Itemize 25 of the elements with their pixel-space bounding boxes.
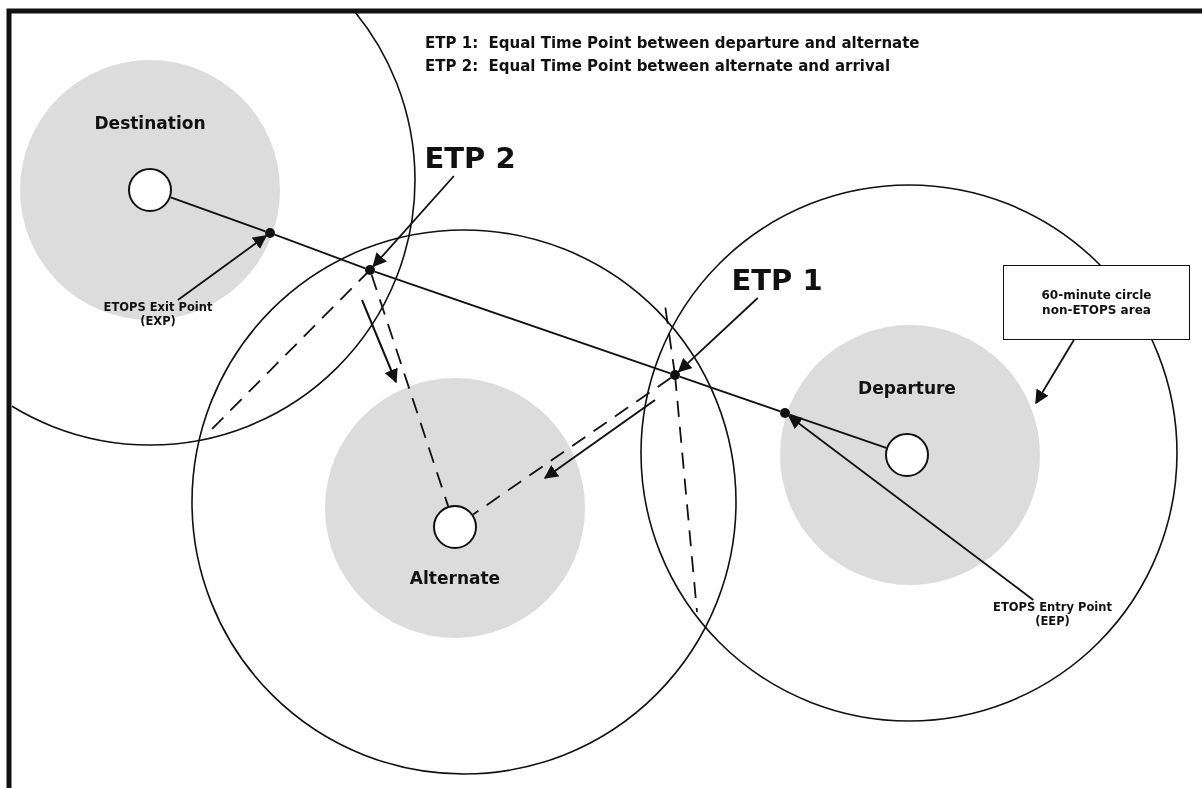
- waypoint-dot: [365, 265, 375, 275]
- airport-name: Alternate: [408, 567, 502, 588]
- callout-label: ETOPS Entry Point (EEP): [980, 600, 1125, 629]
- callout-label: ETP 1: [722, 262, 832, 299]
- dashed-route-line: [472, 376, 672, 516]
- note-box: 60-minute circle non-ETOPS area: [1003, 265, 1190, 340]
- waypoint-dot: [265, 228, 275, 238]
- callout-label: ETOPS Exit Point (EXP): [88, 300, 228, 329]
- leader-arrow: [787, 415, 1035, 601]
- airport-name: Departure: [857, 377, 957, 398]
- waypoint-dot: [670, 370, 680, 380]
- leader-arrow: [177, 235, 268, 301]
- route-line: [788, 413, 888, 449]
- definition-note: ETP 2: Equal Time Point between alternate and arrival: [425, 57, 891, 75]
- leader-arrow: [677, 297, 759, 373]
- dashed-route-line: [370, 273, 449, 507]
- leader-arrow: [372, 175, 455, 268]
- definition-note: ETP 1: Equal Time Point between departure and alternate: [425, 34, 920, 52]
- route-line: [169, 196, 267, 233]
- leader-arrow: [1035, 339, 1075, 405]
- waypoint-dot: [780, 408, 790, 418]
- airport-name: Destination: [93, 112, 207, 133]
- route-line: [678, 375, 782, 413]
- callout-label: ETP 2: [415, 140, 525, 177]
- route-line: [273, 233, 367, 270]
